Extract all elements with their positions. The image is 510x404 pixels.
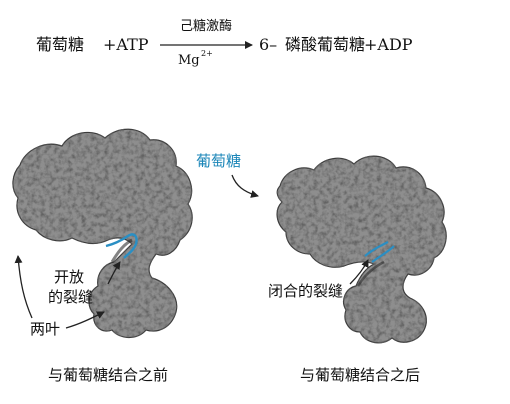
- caption-after: 与葡萄糖结合之后: [300, 366, 420, 384]
- cofactor-label: Mg: [178, 53, 200, 68]
- protein-open: [12, 128, 193, 339]
- open-cleft-label-line2: 的裂缝: [48, 288, 93, 306]
- product-name: 磷酸葡萄糖: [285, 35, 365, 54]
- glucose-arrow: [231, 174, 259, 198]
- two-lobes-label: 两叶: [30, 320, 60, 338]
- lobe-arrow-bottom: [65, 311, 105, 329]
- closed-cleft-arrow: [349, 259, 369, 285]
- enzyme-label: 己糖激酶: [180, 18, 232, 34]
- open-cleft-label-line1: 开放: [54, 268, 84, 286]
- protein-closed: [276, 155, 447, 344]
- cofactor-charge: 2+: [201, 49, 213, 58]
- glucose-open-cleft: [105, 233, 138, 259]
- reactant-atp: +ATP: [103, 35, 149, 54]
- reaction-equation: 葡萄糖 +ATP 己糖激酶 Mg 2+ 6– 磷酸葡萄糖 +ADP: [36, 18, 413, 68]
- glucose-closed-cleft: [364, 241, 395, 263]
- product-prefix: 6–: [259, 35, 277, 54]
- glucose-label: 葡萄糖: [196, 152, 241, 170]
- caption-before: 与葡萄糖结合之前: [48, 366, 168, 384]
- closed-cleft-label: 闭合的裂缝: [268, 282, 343, 300]
- open-cleft-arrow: [107, 261, 121, 285]
- product-adp: +ADP: [364, 35, 413, 54]
- reactant-glucose: 葡萄糖: [36, 35, 84, 54]
- lobe-arrow-top: [14, 255, 33, 319]
